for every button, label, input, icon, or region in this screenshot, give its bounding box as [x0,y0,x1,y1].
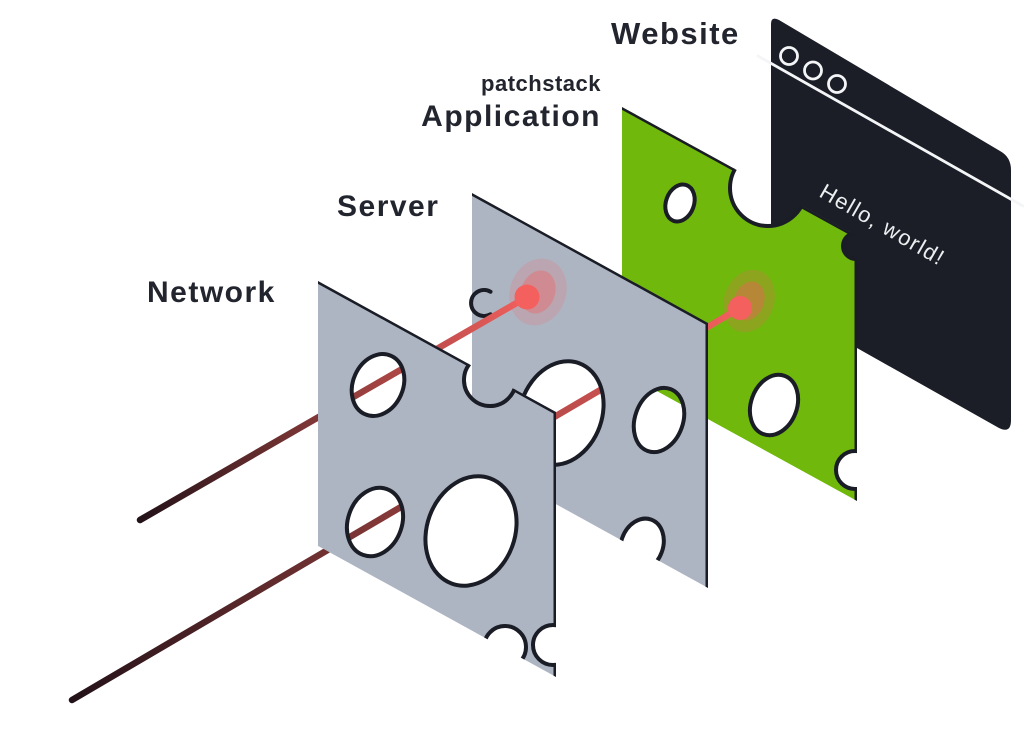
application-hole-rims [663,182,801,438]
server-small-hole-rim [469,288,493,318]
titlebar-separator [756,54,1024,208]
application-label: Application [421,100,601,133]
window-dot-icon [779,46,799,66]
window-control-dots [779,46,847,94]
impact-marker-application [723,269,775,333]
website-label: Website [611,16,740,51]
network-label: Network [147,276,276,309]
patchstack-brand-label: patchstack [481,71,601,96]
server-slab-edge [470,190,711,588]
attack-dot-server [514,284,540,310]
attack-dot-application [728,296,752,320]
window-dot-icon [827,74,847,94]
network-slab-edge [316,278,559,677]
server-label: Server [337,190,439,223]
impact-marker-server [509,258,567,326]
window-dot-icon [803,60,823,81]
network-hole-rims [344,352,519,588]
application-slab-edge [620,104,860,501]
network-layer [316,278,559,677]
